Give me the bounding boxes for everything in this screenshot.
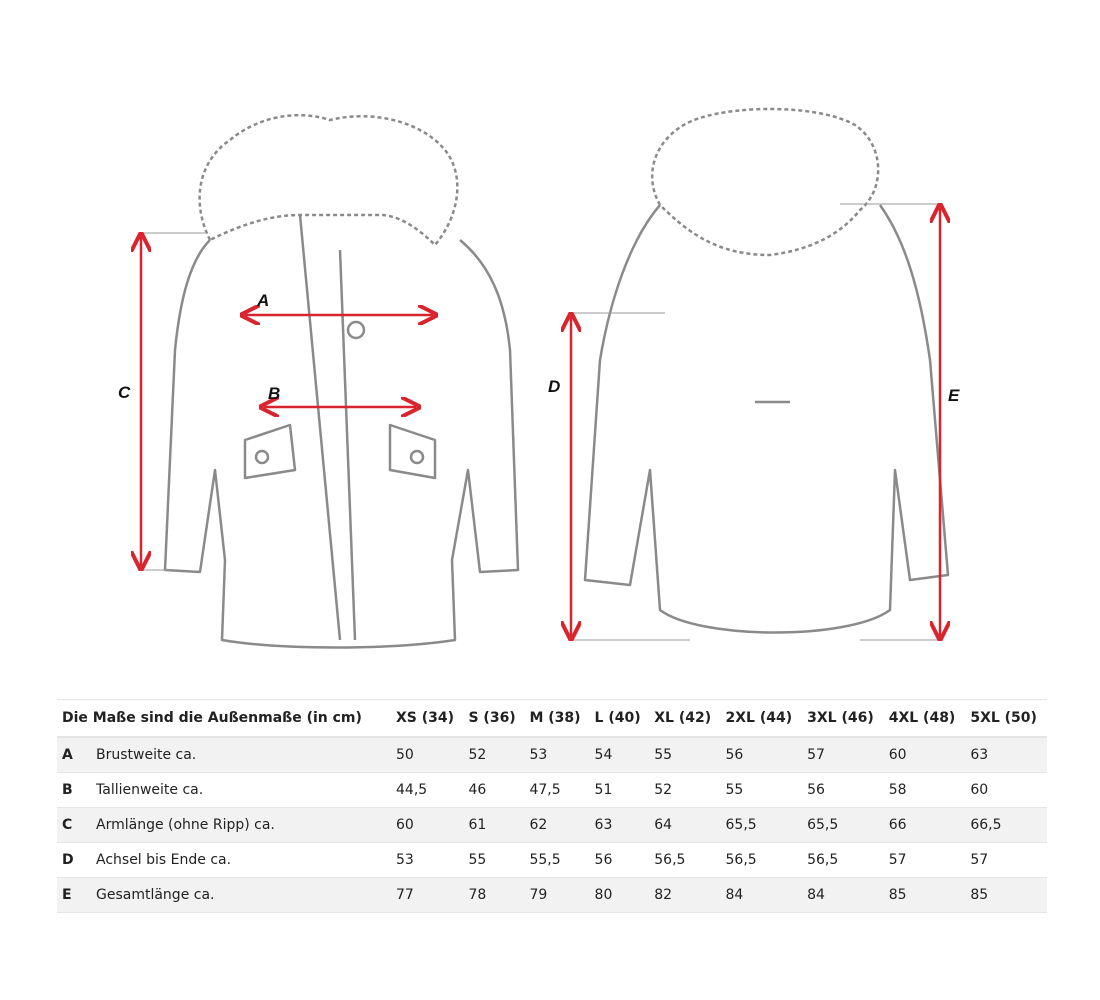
size-header: S (36) (463, 699, 525, 738)
row-value: 54 (589, 737, 650, 773)
row-value: 57 (802, 737, 884, 773)
front-jacket-sketch (163, 114, 520, 649)
row-value: 46 (463, 772, 525, 808)
row-value: 63 (965, 737, 1047, 773)
row-label: Gesamtlänge ca. (91, 877, 391, 913)
row-value: 55 (649, 737, 721, 773)
row-value: 50 (391, 737, 464, 773)
row-value: 55,5 (524, 842, 590, 878)
size-header: 4XL (48) (883, 699, 966, 738)
size-chart-table: Die Maße sind die Außenmaße (in cm) XS (… (57, 699, 1047, 913)
size-header: 2XL (44) (720, 699, 803, 738)
row-value: 85 (965, 877, 1047, 913)
row-key: C (57, 807, 91, 843)
row-value: 78 (463, 877, 525, 913)
row-value: 52 (649, 772, 721, 808)
size-header: XL (42) (649, 699, 721, 738)
row-value: 66,5 (965, 807, 1047, 843)
label-a: A (256, 291, 269, 310)
row-value: 53 (524, 737, 590, 773)
row-value: 66 (883, 807, 966, 843)
back-jacket-sketch (583, 107, 950, 634)
row-value: 53 (391, 842, 464, 878)
row-value: 80 (589, 877, 650, 913)
row-value: 52 (463, 737, 525, 773)
row-value: 65,5 (802, 807, 884, 843)
row-value: 62 (524, 807, 590, 843)
row-value: 60 (965, 772, 1047, 808)
row-value: 64 (649, 807, 721, 843)
row-label: Armlänge (ohne Ripp) ca. (91, 807, 391, 843)
jacket-measurement-diagram: A B C D E (118, 107, 960, 649)
row-value: 56 (589, 842, 650, 878)
back-fur-hood (650, 107, 880, 257)
size-header: L (40) (589, 699, 650, 738)
row-value: 79 (524, 877, 590, 913)
row-key: B (57, 772, 91, 808)
row-value: 55 (720, 772, 803, 808)
row-key: A (57, 737, 91, 773)
row-label: Achsel bis Ende ca. (91, 842, 391, 878)
row-value: 55 (463, 842, 525, 878)
row-value: 58 (883, 772, 966, 808)
back-body (583, 204, 950, 634)
row-value: 56,5 (720, 842, 803, 878)
row-value: 56,5 (802, 842, 884, 878)
size-header: 5XL (50) (965, 699, 1047, 738)
row-value: 56 (720, 737, 803, 773)
label-c: C (118, 383, 131, 402)
row-value: 60 (883, 737, 966, 773)
row-label: Brustweite ca. (91, 737, 391, 773)
size-header: XS (34) (391, 699, 464, 738)
row-key: D (57, 842, 91, 878)
row-value: 57 (965, 842, 1047, 878)
label-b: B (268, 384, 280, 403)
table-header-row: Die Maße sind die Außenmaße (in cm) XS (… (57, 699, 1047, 738)
row-value: 57 (883, 842, 966, 878)
size-header: M (38) (524, 699, 590, 738)
row-value: 56,5 (649, 842, 721, 878)
label-d: D (548, 377, 560, 396)
row-value: 60 (391, 807, 464, 843)
row-value: 51 (589, 772, 650, 808)
row-value: 84 (802, 877, 884, 913)
front-fur-hood (198, 114, 459, 247)
row-value: 61 (463, 807, 525, 843)
row-value: 65,5 (720, 807, 803, 843)
row-value: 82 (649, 877, 721, 913)
row-value: 84 (720, 877, 803, 913)
label-e: E (948, 386, 960, 405)
row-value: 85 (883, 877, 966, 913)
row-label: Tallienweite ca. (91, 772, 391, 808)
front-body (163, 239, 520, 649)
row-key: E (57, 877, 91, 913)
row-value: 56 (802, 772, 884, 808)
header-title: Die Maße sind die Außenmaße (in cm) (57, 699, 391, 738)
row-value: 47,5 (524, 772, 590, 808)
size-header: 3XL (46) (802, 699, 884, 738)
row-value: 77 (391, 877, 464, 913)
guide-lines (141, 203, 940, 641)
row-value: 44,5 (391, 772, 464, 808)
row-value: 63 (589, 807, 650, 843)
